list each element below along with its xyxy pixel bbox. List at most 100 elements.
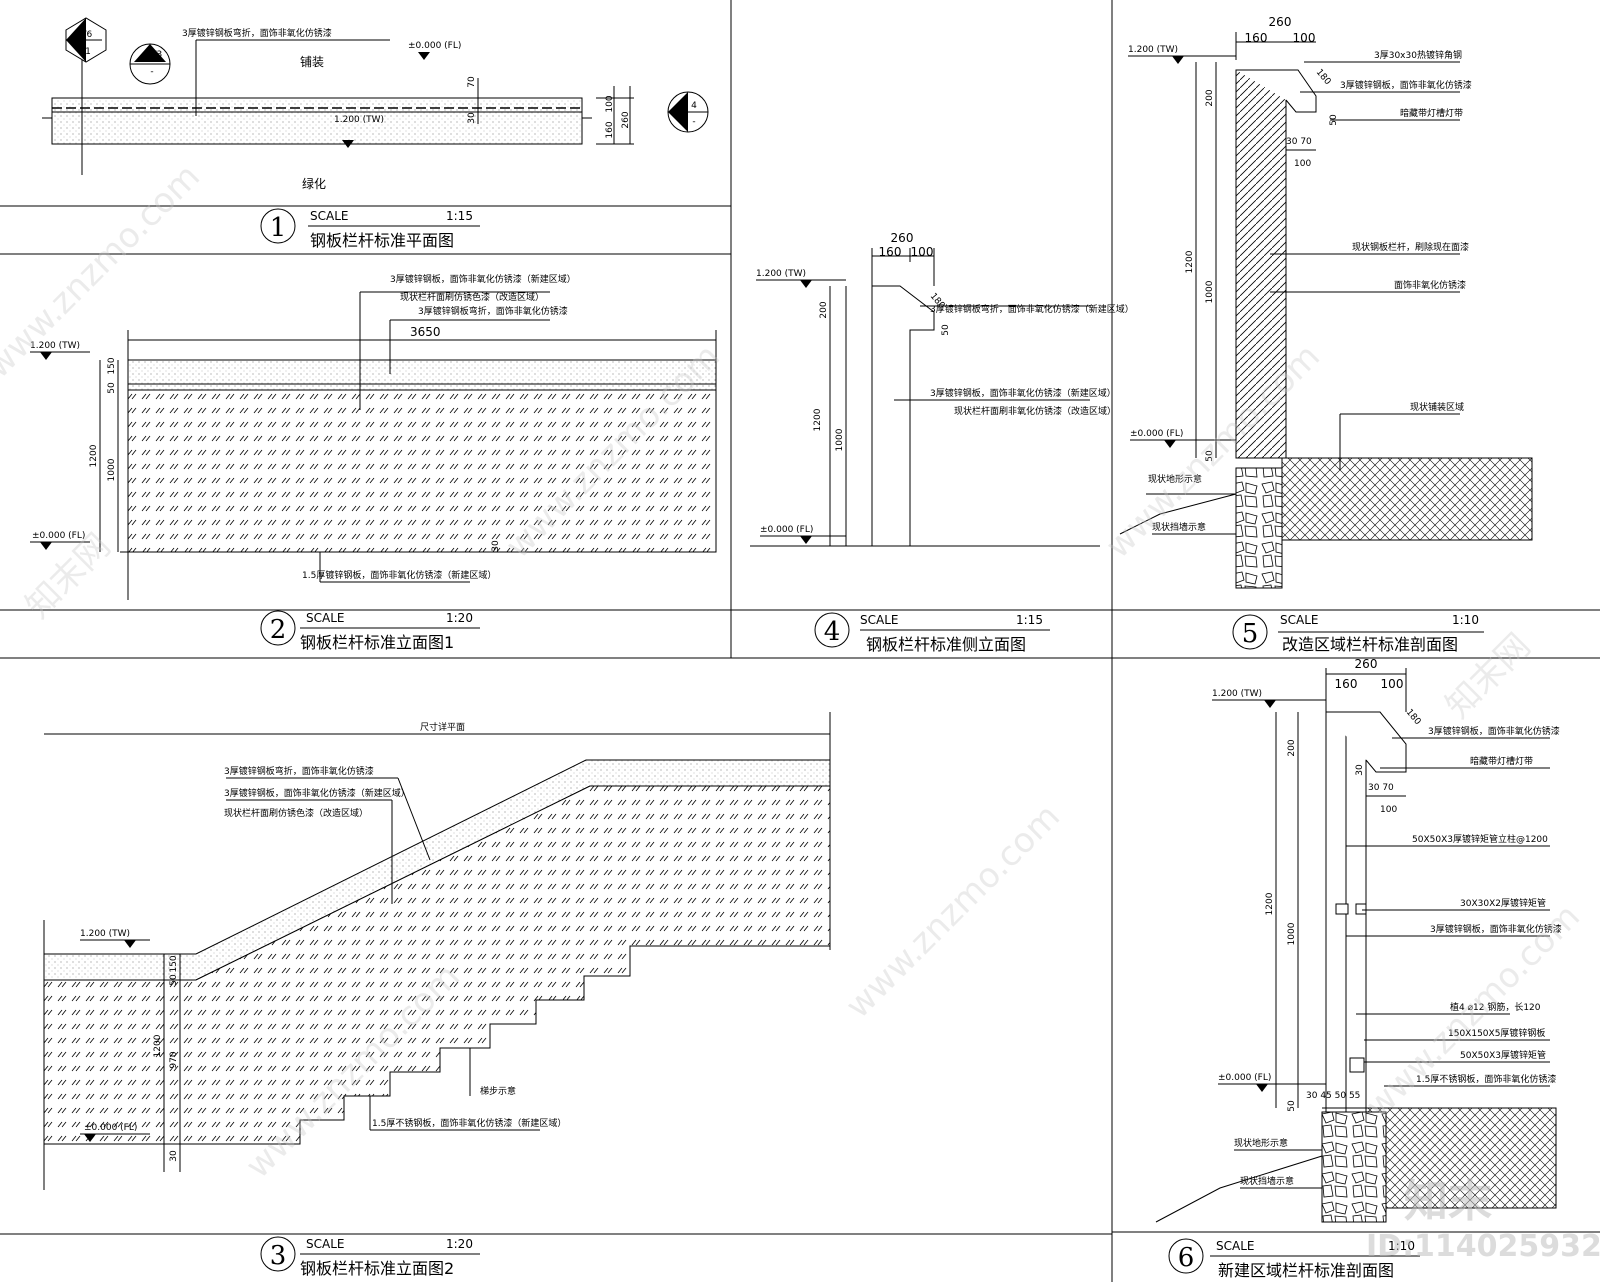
- level-tw: 1.200 (TW): [334, 115, 384, 125]
- dim-1000: 1000: [1205, 280, 1215, 303]
- dim-160: 160: [1335, 677, 1358, 691]
- level-fl: ±0.000 (FL): [32, 531, 85, 541]
- note-text: 50X50X3厚镀锌矩管: [1460, 1049, 1546, 1061]
- dim-1000: 1000: [107, 458, 117, 481]
- drawing-title: 钢板栏杆标准平面图: [310, 231, 454, 250]
- dim-160: 160: [1245, 31, 1268, 45]
- drawing-number: 6: [1178, 1243, 1195, 1273]
- note-text: 1.5厚镀锌钢板，面饰非氧化仿锈漆（新建区域）: [302, 569, 496, 581]
- dim-260: 260: [1269, 15, 1292, 29]
- drawing-title: 钢板栏杆标准立面图2: [300, 1259, 454, 1278]
- dim-180: 180: [1404, 708, 1423, 728]
- dim-100: 100: [1380, 805, 1397, 815]
- watermark-text: www.znzmo.com: [838, 796, 1068, 1026]
- label-paving: 铺装: [300, 55, 324, 69]
- drawing-title: 钢板栏杆标准立面图1: [300, 633, 454, 652]
- note-text: 现状挡墙示意: [1240, 1175, 1294, 1187]
- drawing-number: 1: [270, 213, 287, 243]
- level-fl: ±0.000 (FL): [1218, 1073, 1271, 1083]
- level-fl: ±0.000 (FL): [760, 525, 813, 535]
- dim-1200: 1200: [1265, 892, 1275, 915]
- dim-ref: 尺寸详平面: [420, 721, 465, 733]
- scale-value: 1:20: [446, 1237, 473, 1251]
- dim-30: 30: [1355, 764, 1365, 776]
- dim-50: 50: [941, 324, 951, 336]
- level-tw: 1.200 (TW): [30, 341, 80, 351]
- dim-1000: 1000: [1287, 922, 1297, 945]
- note-text: 暗藏带灯槽灯带: [1400, 107, 1463, 119]
- drawing-3-stair-elevation: 尺寸详平面 3厚镀锌钢板弯折，面饰非氧化仿锈漆 3厚镀锌钢板，面饰非氧化仿锈漆（…: [43, 712, 831, 1278]
- dim-bottom: 30 45 50 55: [1306, 1091, 1360, 1101]
- dim-1200: 1200: [153, 1034, 163, 1057]
- level-tw: 1.200 (TW): [1212, 689, 1262, 699]
- note-text: 3厚镀锌钢板弯折，面饰非氧化仿锈漆: [182, 27, 332, 39]
- note-text: 现状钢板栏杆，刷除现在面漆: [1352, 241, 1469, 253]
- watermark-text: 知末网: [18, 526, 118, 626]
- dim-1200: 1200: [813, 408, 823, 431]
- scale-label: SCALE: [306, 611, 344, 625]
- level-fl: ±0.000 (FL): [1130, 429, 1183, 439]
- note-text: 3厚镀锌钢板弯折，面饰非氧化仿锈漆: [224, 765, 374, 777]
- marker-text: -: [692, 117, 695, 127]
- dim-50: 50: [1287, 1100, 1297, 1112]
- level-fl: ±0.000 (FL): [408, 41, 461, 51]
- dim-200: 200: [819, 301, 829, 318]
- dim-160: 160: [605, 121, 615, 138]
- watermark-logo: 知末: [1404, 1176, 1492, 1227]
- note-text: 3厚30x30热镀锌角钢: [1374, 49, 1462, 61]
- scale-label: SCALE: [1280, 613, 1318, 627]
- level-fl: ±0.000 (FL): [84, 1123, 137, 1133]
- marker-text: 2/3: [148, 50, 162, 60]
- scale-value: 1:10: [1452, 613, 1479, 627]
- scale-label: SCALE: [860, 613, 898, 627]
- drawing-title: 改造区域栏杆标准剖面图: [1282, 635, 1458, 654]
- dim-200: 200: [1287, 739, 1297, 756]
- dim-1000: 1000: [835, 428, 845, 451]
- dim-260: 260: [1355, 657, 1378, 671]
- note-text: 3厚镀锌钢板，面饰非氧化仿锈漆: [1430, 923, 1562, 935]
- dim-70: 70: [467, 76, 477, 88]
- note-text: 现状栏杆面刷仿锈色漆（改造区域）: [400, 291, 544, 303]
- drawing-title: 钢板栏杆标准侧立面图: [866, 635, 1026, 654]
- note-text: 50X50X3厚镀锌矩管立柱@1200: [1412, 833, 1548, 845]
- scale-value: 1:15: [1016, 613, 1043, 627]
- drawing-title: 新建区域栏杆标准剖面图: [1218, 1261, 1394, 1280]
- note-text: 3厚镀锌钢板，面饰非氧化仿锈漆（新建区域）: [224, 787, 410, 799]
- note-text: 现状地形示意: [1234, 1137, 1288, 1149]
- note-text: 150X150X5厚镀锌钢板: [1448, 1027, 1545, 1039]
- dim-200: 200: [1205, 89, 1215, 106]
- dim-50: 50: [1329, 114, 1339, 126]
- watermark-text: www.znzmo.com: [0, 156, 208, 386]
- dim-30: 30: [169, 1150, 179, 1162]
- dim-1200: 1200: [89, 444, 99, 467]
- dim-3650: 3650: [410, 325, 441, 339]
- drawing-4-side-elevation: 260 160 100 180 50 3厚镀锌钢板弯折，面饰非氧化仿锈漆（新建区…: [750, 231, 1134, 654]
- note-text: 梯步示意: [480, 1085, 516, 1097]
- dim-260: 260: [891, 231, 914, 245]
- dim-150: 150: [107, 357, 117, 374]
- note-text: 3厚镀锌钢板，面饰非氧化仿锈漆: [1428, 725, 1560, 737]
- section-marker-2-3: 2/3 -: [129, 43, 171, 85]
- note-text: 植4 ⌀12 钢筋，长120: [1450, 1001, 1541, 1013]
- marker-text: 4: [691, 101, 697, 111]
- note-text: 3厚镀锌钢板弯折，面饰非氧化仿锈漆: [418, 305, 568, 317]
- marker-text: -: [150, 67, 153, 77]
- drawing-2-elevation: 3650 3厚镀锌钢板，面饰非氧化仿锈漆（新建区域） 现状栏杆面刷仿锈色漆（改造…: [30, 273, 717, 652]
- drawing-1-plan: 5/6 1 2/3 - 4 - 3厚镀锌钢板弯折，面饰非氧化仿锈漆 铺装 绿化 …: [42, 17, 709, 250]
- drawing-6-section: 260 160 100 180 3厚镀锌钢板，面饰非氧化仿锈漆 暗藏带灯槽灯带 …: [1155, 657, 1562, 1280]
- note-text: 现状挡墙示意: [1152, 521, 1206, 533]
- dim-50: 50: [107, 382, 117, 394]
- drawing-number: 2: [270, 615, 287, 645]
- drawing-number: 3: [270, 1241, 287, 1271]
- scale-label: SCALE: [1216, 1239, 1254, 1253]
- watermark-id: ID:1140259326: [1366, 1229, 1600, 1264]
- section-marker-4: 4 -: [667, 91, 709, 133]
- dim-100: 100: [1294, 159, 1311, 169]
- dim-100: 100: [911, 245, 934, 259]
- note-text: 3厚镀锌钢板，面饰非氧化仿锈漆（新建区域）: [930, 387, 1116, 399]
- dim-100: 100: [1293, 31, 1316, 45]
- dim-970: 970: [169, 1051, 179, 1068]
- marker-text: 1: [85, 47, 91, 57]
- scale-label: SCALE: [310, 209, 348, 223]
